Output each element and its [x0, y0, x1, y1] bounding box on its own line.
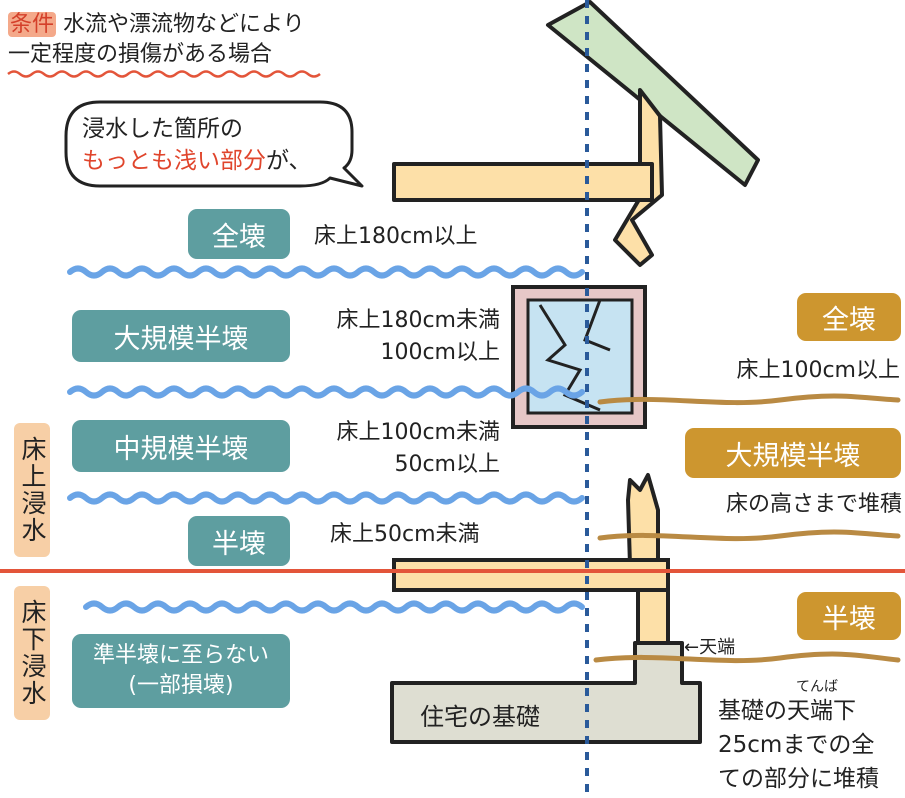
- left-desc-daikibo-2: 100cm以上: [380, 340, 500, 365]
- upper-floor-beam: [392, 162, 654, 202]
- left-badge-jun-hankai: 準半壊に至らない (一部損壊): [72, 634, 290, 708]
- speech-line-1: 浸水した箇所の: [82, 116, 243, 142]
- label-above-floor: 床上浸水: [14, 423, 50, 557]
- water-wave-2: [67, 385, 585, 399]
- water-wave-1: [67, 265, 585, 279]
- label-below-floor: 床下浸水: [14, 586, 50, 720]
- condition-text-1: 水流や漂流物などにより: [63, 12, 305, 37]
- roof-panel: [546, 0, 760, 187]
- left-badge-hankai: 半壊: [188, 516, 290, 566]
- right-badge-daikibo: 大規模半壊: [685, 428, 901, 478]
- sediment-line-3: [593, 651, 901, 664]
- left-desc-chukibo-1: 床上100cm未満: [336, 420, 500, 445]
- condition-tag: 条件: [8, 12, 57, 37]
- jun-hankai-line-2: (一部損壊): [128, 673, 234, 698]
- speech-bubble: [64, 100, 364, 188]
- speech-line-2: もっとも浅い部分が、: [82, 148, 312, 174]
- sediment-line-2: [597, 529, 901, 542]
- wall-post: [626, 473, 660, 567]
- water-wave-4: [83, 600, 585, 614]
- main-floor-beam: [392, 558, 670, 592]
- sediment-line-1: [597, 393, 901, 406]
- foundation-label: 住宅の基礎: [420, 703, 540, 731]
- condition-line-1: 条件 水流や漂流物などにより: [8, 12, 305, 38]
- left-badge-zenkai: 全壊: [188, 209, 290, 259]
- right-desc-hankai-1: 基礎の天端下: [718, 698, 856, 724]
- left-desc-zenkai: 床上180cm以上: [314, 224, 478, 249]
- right-badge-zenkai: 全壊: [797, 293, 901, 341]
- left-desc-chukibo-2: 50cm以上: [394, 452, 500, 477]
- right-desc-zenkai: 床上100cm以上: [736, 358, 900, 383]
- left-badge-daikibo: 大規模半壊: [72, 310, 290, 362]
- speech-rest: が、: [266, 148, 312, 174]
- left-desc-daikibo-1: 床上180cm未満: [336, 308, 500, 333]
- right-desc-ruby: てんば: [796, 679, 838, 695]
- water-wave-3: [67, 491, 585, 505]
- right-badge-hankai: 半壊: [797, 592, 901, 640]
- left-desc-hankai: 床上50cm未満: [330, 522, 480, 547]
- speech-highlight: もっとも浅い部分: [82, 148, 266, 174]
- jun-hankai-line-1: 準半壊に至らない: [92, 643, 269, 668]
- lower-post: [636, 588, 670, 647]
- left-badge-chukibo: 中規模半壊: [72, 420, 290, 472]
- right-desc-daikibo: 床の高さまで堆積: [725, 492, 902, 517]
- right-desc-hankai-2: 25cmまでの全: [718, 732, 875, 758]
- foundation-shape: [390, 641, 702, 744]
- top-edge-label: ←天端: [684, 637, 736, 658]
- condition-line-2: 一定程度の損傷がある場合: [8, 42, 273, 67]
- right-desc-hankai-3: ての部分に堆積: [718, 766, 879, 792]
- condition-underline: [7, 70, 321, 78]
